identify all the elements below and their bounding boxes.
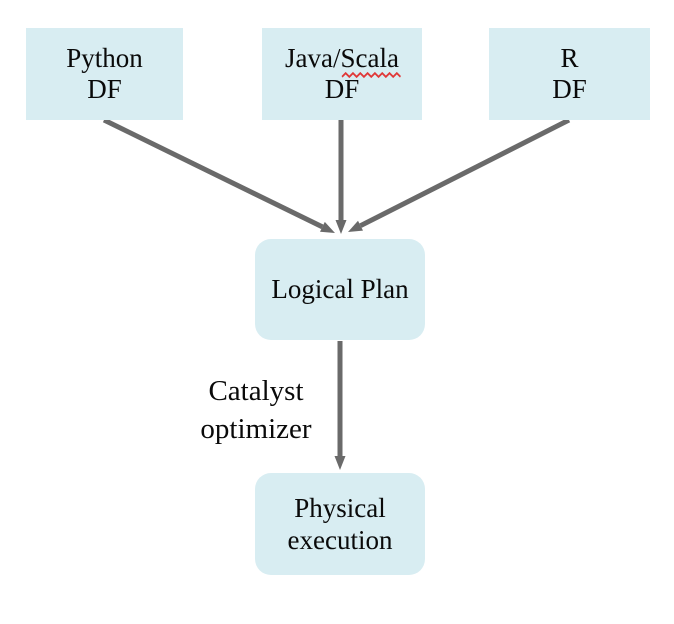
java-prefix-text: Java/ (285, 43, 341, 73)
scala-text: Scala (340, 43, 399, 73)
arrowhead-icon (335, 220, 347, 234)
node-r-df: R DF (489, 28, 650, 120)
arrow-r-df-to-logical-plan (348, 117, 571, 232)
node-r-df-label: R DF (552, 43, 587, 105)
edge-label-line: optimizer (200, 413, 312, 445)
edge-label-catalyst-optimizer: Catalyst optimizer (150, 372, 362, 448)
node-label-line: execution (287, 525, 393, 555)
arrow-java-scala-df-to-logical-plan (335, 120, 347, 234)
arrowhead-icon (320, 221, 335, 233)
node-label-line: R (560, 43, 579, 73)
node-label-line: DF (324, 74, 360, 104)
node-java-scala-df: Java/Scala DF (262, 28, 422, 120)
node-logical-plan: Logical Plan (255, 239, 425, 340)
node-label-line: Physical (294, 493, 386, 523)
node-python-df: Python DF (26, 28, 183, 120)
node-physical-execution-label: Physical execution (288, 492, 393, 556)
node-label-line: Python (66, 43, 143, 73)
arrow-python-df-to-logical-plan (102, 117, 335, 233)
node-label-line: DF (87, 74, 122, 104)
edge-label-line: Catalyst (208, 375, 304, 407)
node-python-df-label: Python DF (66, 43, 143, 105)
arrowhead-icon (348, 220, 363, 232)
node-java-scala-df-label: Java/Scala DF (285, 43, 401, 105)
arrowhead-icon (334, 456, 346, 470)
node-logical-plan-label: Logical Plan (271, 274, 409, 304)
node-physical-execution: Physical execution (255, 473, 425, 575)
node-label-line: Java/Scala (285, 43, 401, 79)
node-label-line: DF (552, 74, 587, 104)
spellcheck-underline-icon (341, 71, 401, 79)
misspelled-word-scala: Scala (340, 43, 401, 79)
